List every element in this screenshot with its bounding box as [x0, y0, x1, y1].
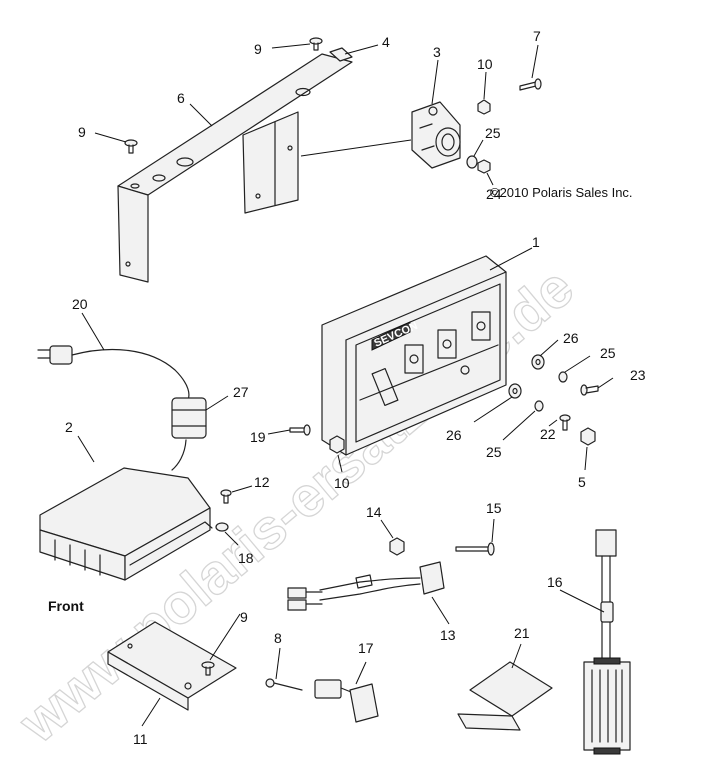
- callout-25-top: 25: [485, 125, 501, 141]
- part-17-connector: [314, 679, 379, 723]
- part-24-nut: [477, 159, 491, 174]
- part-23-screw: [580, 384, 599, 396]
- callout-26-b: 26: [446, 427, 462, 443]
- callout-12: 12: [254, 474, 270, 490]
- callout-9-bottom: 9: [240, 609, 248, 625]
- callout-14: 14: [366, 504, 382, 520]
- part-26-washer-b: [508, 383, 522, 399]
- part-27-ferrite: [171, 397, 207, 439]
- callout-4: 4: [382, 34, 390, 50]
- callout-26-a: 26: [563, 330, 579, 346]
- part-9-screw-bottom: [201, 661, 215, 676]
- callout-7: 7: [533, 28, 541, 44]
- part-9-screw-left: [124, 139, 138, 154]
- part-12-screw: [220, 489, 232, 504]
- callout-labels: 9 4 7 3 10 6 9 25 24 ©2010 Polaris Sales…: [48, 28, 646, 747]
- callout-10-middle: 10: [334, 475, 350, 491]
- part-10-nut-top: [477, 99, 491, 115]
- callout-19: 19: [250, 429, 266, 445]
- part-8-ring-terminal: [265, 678, 303, 691]
- callout-15: 15: [486, 500, 502, 516]
- callout-25-a: 25: [600, 345, 616, 361]
- callout-23: 23: [630, 367, 646, 383]
- callout-9-left: 9: [78, 124, 86, 140]
- part-18-grommet: [215, 522, 229, 532]
- callout-21: 21: [514, 625, 530, 641]
- part-5-nut: [580, 427, 596, 446]
- part-22-screw: [559, 414, 571, 431]
- callout-2: 2: [65, 419, 73, 435]
- copyright-text: ©2010 Polaris Sales Inc.: [490, 185, 633, 200]
- part-25-washer-a: [558, 371, 568, 383]
- part-9-screw-top: [309, 37, 323, 51]
- part-16-fuse-harness: [583, 529, 631, 755]
- part-2-charger: [39, 467, 213, 581]
- part-20-plug-cord: [37, 345, 190, 471]
- callout-10-top: 10: [477, 56, 493, 72]
- callout-27: 27: [233, 384, 249, 400]
- callout-25-b: 25: [486, 444, 502, 460]
- part-15-bolt: [455, 542, 495, 556]
- leader-lines: [77, 43, 614, 727]
- callout-16: 16: [547, 574, 563, 590]
- callout-13: 13: [440, 627, 456, 643]
- part-26-washer-a: [531, 354, 545, 370]
- part-3-solenoid: [411, 101, 461, 169]
- part-6-bracket: [117, 53, 353, 283]
- callout-11: 11: [133, 731, 148, 747]
- front-label: Front: [48, 598, 84, 614]
- callout-3: 3: [433, 44, 441, 60]
- part-1-controller: SEVCON: [321, 255, 507, 456]
- callout-17: 17: [358, 640, 374, 656]
- callout-6: 6: [177, 90, 185, 106]
- callout-18: 18: [238, 550, 254, 566]
- callout-9-top: 9: [254, 41, 262, 57]
- part-11-mount-plate: [107, 621, 237, 711]
- part-13-harness: [287, 561, 445, 611]
- part-4-clip: [329, 47, 353, 62]
- callout-8: 8: [274, 630, 282, 646]
- callout-1: 1: [532, 234, 540, 250]
- callout-22: 22: [540, 426, 556, 442]
- callout-24: 24: [486, 186, 502, 202]
- part-25-washer-top: [466, 155, 478, 169]
- callout-20: 20: [72, 296, 88, 312]
- callout-5: 5: [578, 474, 586, 490]
- part-10-nut-middle: [329, 435, 345, 454]
- part-14-nut: [389, 537, 405, 556]
- part-25-washer-b: [534, 400, 544, 412]
- part-21-plate: [457, 661, 553, 731]
- part-7-bolt: [519, 78, 542, 91]
- part-19-bolt: [289, 424, 311, 436]
